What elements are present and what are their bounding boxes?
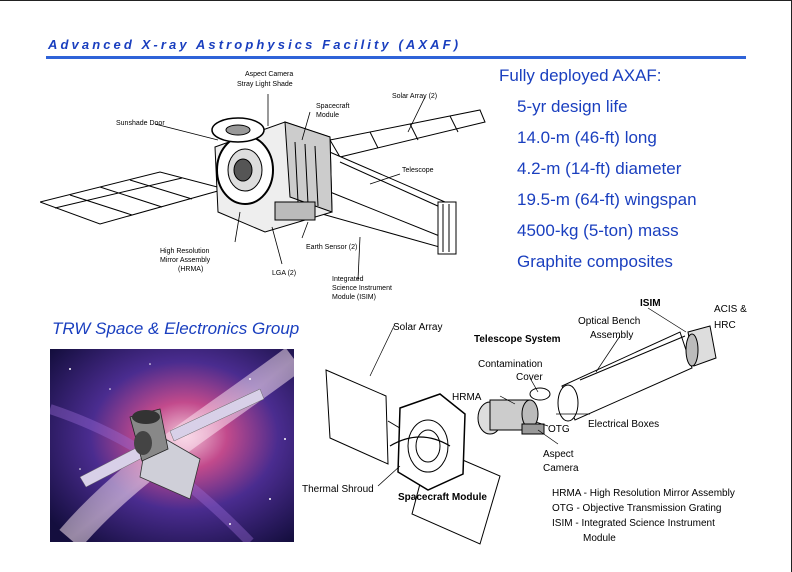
optical-bench-shape: [557, 331, 693, 422]
label-spacecraft-module: Spacecraft Module: [398, 492, 487, 503]
fact-item: 14.0-m (46-ft) long: [517, 128, 657, 147]
label-earth-sensor: Earth Sensor (2): [306, 244, 357, 251]
acronym-legend: HRMA - High Resolution Mirror Assembly O…: [552, 488, 735, 544]
label-telescope-system: Telescope System: [474, 334, 561, 345]
label-solar-array-2: Solar Array (2): [392, 93, 437, 100]
right-solar-array: [329, 109, 486, 158]
label-contamination-cover-line1: Contamination: [478, 359, 542, 370]
artist-rendering-image: [50, 349, 294, 542]
label-electrical-boxes: Electrical Boxes: [588, 419, 659, 430]
facts-list: 5-yr design life 14.0-m (46-ft) long 4.2…: [517, 96, 697, 282]
label-hrma-line1: High Resolution: [160, 248, 210, 255]
label-contamination-cover-line2: Cover: [516, 372, 543, 383]
label-solar-array: Solar Array: [393, 322, 442, 333]
label-acis-hrc-line2: HRC: [714, 320, 736, 331]
isim-shape: [685, 325, 717, 367]
label-hrma-line3: (HRMA): [178, 266, 203, 273]
label-isim: ISIM: [640, 298, 661, 309]
title-rule: [46, 56, 746, 59]
legend-line: Module: [583, 533, 616, 544]
fact-item: 5-yr design life: [517, 97, 628, 116]
left-solar-array: [40, 171, 227, 225]
spacecraft-illustration: [79, 388, 265, 500]
company-subtitle: TRW Space & Electronics Group: [52, 319, 300, 338]
spacecraft-module-shape: [389, 393, 466, 491]
facts-heading: Fully deployed AXAF:: [499, 66, 662, 85]
telescope-tube: [314, 149, 457, 255]
label-isim-line1: Integrated: [332, 276, 364, 283]
label-thermal-shroud: Thermal Shroud: [302, 484, 374, 495]
legend-line: ISIM - Integrated Science Instrument: [552, 518, 715, 529]
label-aspect-camera-line1: Aspect Camera: [245, 71, 293, 78]
label-spacecraft-module-line1: Spacecraft: [316, 103, 350, 110]
frame-top-border: [0, 0, 792, 1]
spacecraft-body: [211, 117, 333, 233]
label-acis-hrc-line1: ACIS &: [714, 304, 747, 315]
fact-item: 4.2-m (14-ft) diameter: [517, 159, 682, 178]
label-optical-bench-line2: Assembly: [590, 330, 633, 341]
fact-item: Graphite composites: [517, 252, 673, 271]
fact-item: 19.5-m (64-ft) wingspan: [517, 190, 697, 209]
label-optical-bench-line1: Optical Bench: [578, 316, 640, 327]
label-otg: OTG: [548, 424, 570, 435]
slide-title: Advanced X-ray Astrophysics Facility (AX…: [48, 37, 462, 52]
label-sunshade-door: Sunshade Door: [116, 120, 165, 127]
label-isim-line3: Module (ISIM): [332, 294, 376, 301]
fact-item: 4500-kg (5-ton) mass: [517, 221, 679, 240]
label-spacecraft-module-line2: Module: [316, 112, 339, 119]
label-lga: LGA (2): [272, 270, 296, 277]
hrma-assembly-shape: [477, 387, 551, 435]
legend-line: HRMA - High Resolution Mirror Assembly: [552, 488, 735, 499]
label-isim-line2: Science Instrument: [332, 285, 392, 292]
label-aspect-camera-line2: Stray Light Shade: [237, 81, 293, 88]
axaf-deployed-diagram: Aspect Camera Stray Light Shade Spacecra…: [40, 71, 486, 301]
label-aspect-line2: Camera: [543, 463, 579, 474]
telescope-system-diagram: Solar Array Optical Bench Assembly ISIM …: [302, 298, 747, 545]
legend-line: OTG - Objective Transmission Grating: [552, 503, 722, 514]
label-telescope: Telescope: [402, 167, 434, 174]
label-hrma: HRMA: [452, 392, 482, 403]
label-aspect-line1: Aspect: [543, 449, 574, 460]
label-hrma-line2: Mirror Assembly: [160, 257, 211, 264]
